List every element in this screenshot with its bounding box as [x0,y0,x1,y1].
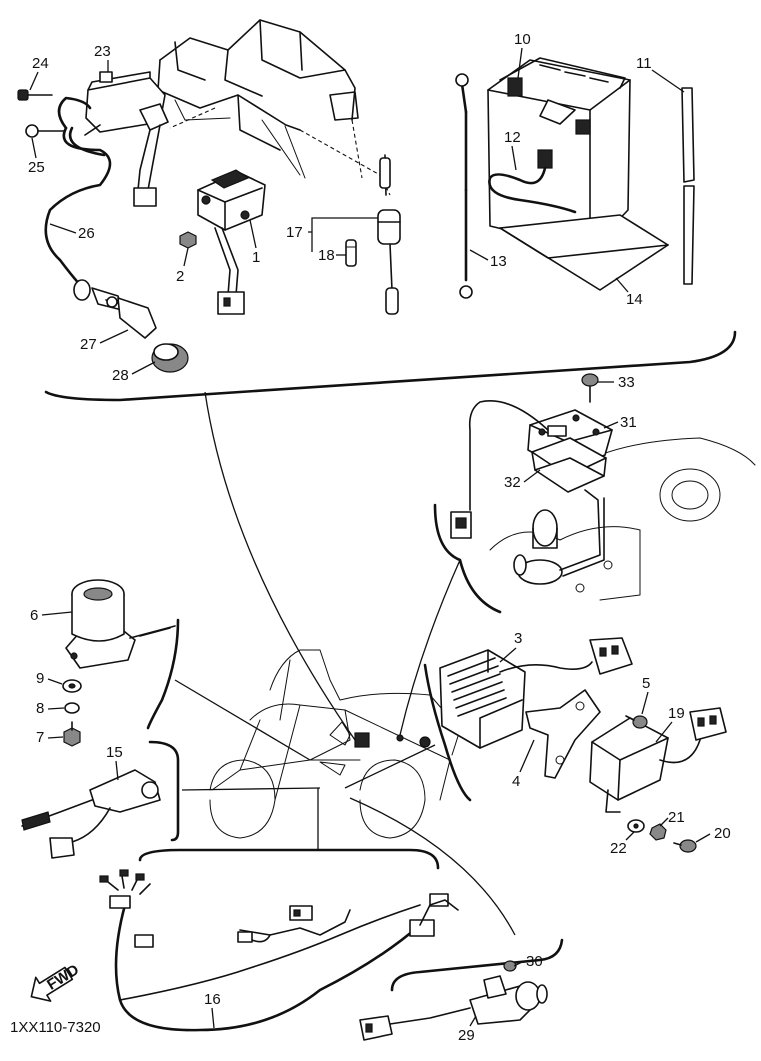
part-label-27: 27 [80,336,97,353]
part-label-24: 24 [32,55,49,72]
part-label-20: 20 [714,825,731,842]
part-label-7: 7 [36,729,44,746]
part-label-23: 23 [94,43,111,60]
starter-section-bracket [390,938,564,992]
part-labels: 24 23 25 26 27 28 2 1 17 18 10 11 [28,31,731,1044]
battery [487,57,631,251]
part-label-22: 22 [610,840,627,857]
battery-box-frame [157,19,391,196]
part-label-26: 26 [78,225,95,242]
battery-lead-12 [488,149,577,214]
leader-sensor [181,787,321,791]
battery-cable-13 [455,73,473,299]
starter-circuit-relay [589,707,727,813]
part-label-13: 13 [490,253,507,270]
part-label-6: 6 [30,607,38,624]
part-label-16: 16 [204,991,221,1008]
horn [65,579,176,669]
horn-section-bracket [146,618,180,730]
wire-harness [99,869,459,1032]
part-label-14: 14 [626,291,643,308]
leader-top [204,391,356,741]
washer-22 [627,819,645,833]
diagram-code: 1XX110-7320 [10,1019,101,1036]
screw-30 [503,960,517,972]
breather-pipe [681,87,695,285]
scooter-outline [209,649,461,839]
part-label-5: 5 [642,675,650,692]
rectifier-section-bracket [423,663,472,802]
leader-rectifier [344,744,436,789]
part-label-12: 12 [504,129,521,146]
fwd-arrow-icon: FWD [30,961,82,1002]
fuel-section-bracket [433,503,502,614]
part-label-18: 18 [318,247,335,264]
part-label-30: 30 [526,953,543,970]
part-label-3: 3 [514,630,522,647]
rectifier-regulator [439,637,633,749]
sensor-switch [21,769,161,859]
part-label-11: 11 [636,55,652,72]
fuse [345,239,357,267]
bolt-25 [25,124,66,138]
battery-pad [499,214,669,291]
part-label-19: 19 [668,705,685,722]
part-label-8: 8 [36,700,44,717]
part-label-33: 33 [618,374,635,391]
screw-5 [625,715,648,729]
part-label-31: 31 [620,414,637,431]
washer-8 [64,702,80,714]
gasket-32 [531,437,607,493]
fuse-holder [377,154,401,315]
spark-plug-cap [105,296,157,339]
nut-21 [649,823,667,841]
screw-33 [581,373,599,403]
part-label-15: 15 [106,744,123,761]
fuel-tank-outline [489,437,756,601]
part-label-29: 29 [458,1027,475,1044]
bolt-7 [63,721,81,747]
part-label-1: 1 [252,249,260,266]
part-label-17: 17 [286,224,303,241]
bolt-24 [17,89,53,101]
part-label-21: 21 [668,809,685,826]
spark-plug-cap-boot [151,343,189,373]
bolt-20 [673,839,697,853]
leader-horn [174,679,311,761]
part-label-10: 10 [514,31,531,48]
bracket-4 [525,689,601,779]
harness-section-bracket [138,848,440,870]
part-label-28: 28 [112,367,129,384]
part-label-32: 32 [504,474,521,491]
top-section-bracket [44,330,737,402]
part-label-4: 4 [512,773,520,790]
washer-9 [62,679,82,693]
starter-relay [197,169,266,315]
sensor-section-bracket [148,740,180,842]
part-label-2: 2 [176,268,184,285]
ignition-coil [84,71,169,207]
part-label-9: 9 [36,670,44,687]
starter-switch [359,975,548,1041]
leader-relay-area [399,559,461,736]
part-label-25: 25 [28,159,45,176]
leader-starter [349,797,516,936]
fwd-label: FWD [44,961,82,994]
nut-2 [179,231,197,249]
